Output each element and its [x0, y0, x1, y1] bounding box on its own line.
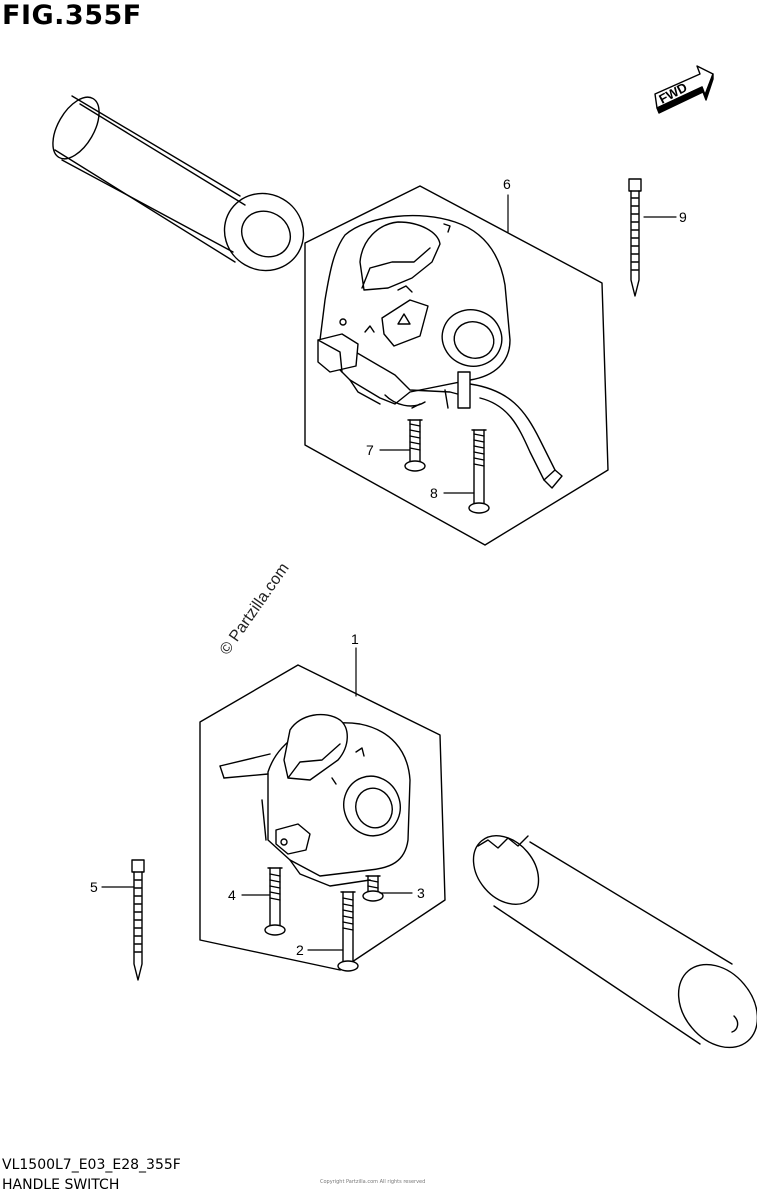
callout-5: 5 [90, 879, 98, 895]
screw-part-7 [404, 419, 426, 472]
figure-title: FIG.355F [2, 0, 142, 31]
switch-housing-upper [317, 214, 563, 489]
copyright-fineprint: Copyright Partzilla.com All rights reser… [320, 1179, 426, 1185]
screw-part-4 [264, 867, 286, 936]
callout-9: 9 [679, 209, 687, 225]
figure-caption: HANDLE SWITCH [2, 1177, 120, 1193]
screw-part-3 [362, 875, 384, 902]
switch-housing-lower [219, 713, 411, 887]
cable-tie-part-9 [628, 178, 642, 297]
leader-lines [101, 194, 677, 951]
screw-part-2 [337, 891, 359, 972]
callout-6: 6 [503, 176, 511, 192]
callout-8: 8 [430, 485, 438, 501]
switch-box-upper [304, 185, 609, 546]
switch-box-lower [199, 664, 446, 971]
callout-2: 2 [296, 942, 304, 958]
screw-part-8 [468, 429, 490, 514]
callout-3: 3 [417, 885, 425, 901]
grip-lower-right [472, 835, 757, 1049]
callout-1: 1 [351, 631, 359, 647]
figure-code: VL1500L7_E03_E28_355F [2, 1157, 181, 1173]
grip-upper-left [52, 95, 305, 272]
fwd-arrow-icon [654, 65, 714, 114]
cable-tie-part-5 [131, 859, 145, 981]
callout-4: 4 [228, 887, 236, 903]
callout-7: 7 [366, 442, 374, 458]
